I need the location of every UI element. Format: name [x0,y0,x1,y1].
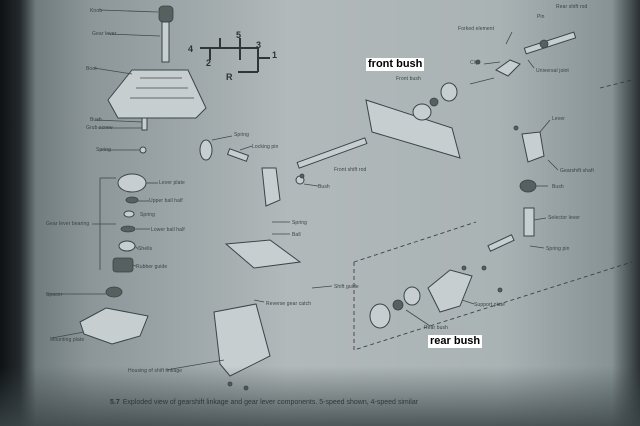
lower-ball-half-part [120,225,136,233]
label-bush: Bush [90,117,102,123]
label-reverse-gear-catch: Reverse gear catch [266,301,312,307]
forked-element-part [495,59,521,77]
label-spacer: Spacer [46,292,63,298]
front-bracket-part [365,99,461,159]
rear-shift-rod-part [523,31,577,55]
annotation-rear-bush: rear bush [428,335,483,348]
upper-ball-half-part [125,196,139,204]
label-bush-right: Bush [552,184,564,190]
front-shift-rod-part [296,137,368,169]
locking-pin-part [226,148,250,162]
label-lower-ball-half: Lower ball half [151,227,185,233]
label-gear-lever-bearing: Gear lever bearing [46,221,90,227]
front-bush-part [429,97,439,107]
lever-plate-part [117,173,147,193]
label-forked-element: Forked element [458,26,495,32]
label-knob: Knob [90,8,103,14]
label-gear-lever: Gear lever [92,31,117,37]
label-selector-lever: Selector lever [548,215,580,221]
label-lever-plate: Lever plate [159,180,185,186]
shells-part [118,240,136,252]
label-locking-pin: Locking pin [252,144,279,150]
label-spring-pin: Spring pin [546,246,570,252]
label-boot: Boot [86,66,97,72]
label-spring-center: Spring [234,132,250,138]
label-spring-left: Spring [96,147,112,153]
gear-lever-part [161,21,170,63]
label-gearshift-shaft: Gearshift shaft [560,168,595,174]
knob-part [158,5,174,23]
label-ball: Ball [292,232,301,238]
gear-1-label: 1 [272,50,278,60]
page-edge-shadow-left [0,0,36,426]
label-rubber-guide: Rubber guide [136,264,168,270]
label-universal-joint: Universal joint [536,68,569,74]
spacer-part [105,286,123,298]
label-pin: Pin [537,14,545,20]
label-bush-center: Bush [318,184,330,190]
gear-2-label: 2 [206,58,212,68]
universal-joint-part [539,39,549,49]
boot-part [107,69,207,119]
annotation-front-bush: front bush [366,58,425,71]
label-upper-ball-half: Upper ball half [149,198,183,204]
spring-center-part [199,139,213,161]
caption-number: 5.7 [110,399,120,406]
lever-part [521,131,545,163]
label-housing-of-shift-linkage: Housing of shift linkage [128,368,183,374]
label-front-bush-small: Front bush [396,76,421,82]
label-rear-bush-small: Rear bush [424,325,448,331]
label-shells: Shells [138,246,153,252]
support-plate-part [427,269,473,313]
rubber-guide-part [112,257,134,273]
shift-fork-part [261,167,281,207]
label-rear-shift-rod: Rear shift rod [556,4,588,10]
label-grub-screw: Grub screw [86,125,113,131]
label-clip: Clip [470,60,480,66]
gear-4-label: 4 [188,44,194,54]
rear-bush-part [392,299,404,311]
label-spring-mid: Spring [140,212,156,218]
page-bottom-shadow [0,366,640,426]
label-front-shift-rod: Front shift rod [334,167,367,173]
gear-5-label: 5 [236,30,242,40]
bush-right-part [519,179,537,193]
spring-pin-part [487,234,515,252]
label-shift-guide: Shift guide [334,284,359,290]
bush-part [141,117,148,131]
shift-pattern-diagram [200,38,270,73]
label-spring-lower: Spring [292,220,308,226]
selector-lever-part [523,207,535,237]
gear-r-label: R [226,72,233,82]
caption-text: Exploded view of gearshift linkage and g… [122,399,419,406]
label-lever: Lever [552,116,566,122]
shift-guide-part [224,239,302,269]
page-edge-shadow-right [612,0,640,426]
label-support-plate: Support plate [474,302,506,308]
gear-3-label: 3 [256,40,262,50]
mounting-plate-part [79,307,149,345]
spring-left-part [139,146,147,154]
label-mounting-plate: Mounting plate [50,337,85,343]
